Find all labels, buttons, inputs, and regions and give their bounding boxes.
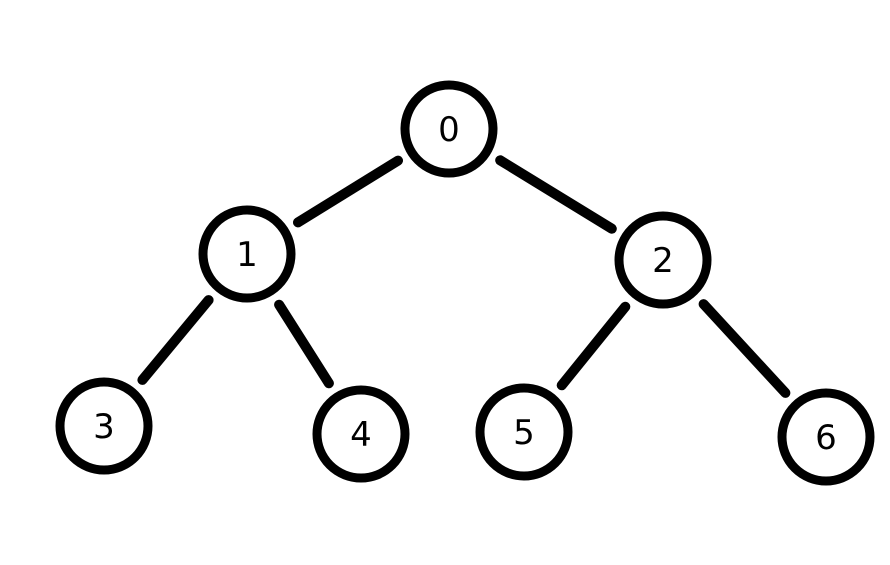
tree-edge-1-3 [137,295,214,385]
node-circle [198,205,296,303]
node-label: 0 [438,110,460,150]
tree-node-3: 3 [55,377,153,475]
tree-edge-1-4 [274,299,334,389]
node-label: 3 [93,407,115,447]
tree-node-1: 1 [198,205,296,303]
tree-node-5: 5 [475,383,573,481]
tree-edge-2-5 [556,301,631,391]
node-circle [55,377,153,475]
node-circle [614,211,712,309]
node-label: 4 [350,415,372,455]
node-label: 1 [236,235,258,275]
tree-edge-2-6 [698,299,791,398]
node-circle [400,80,498,178]
tree-edge-0-2 [495,155,617,234]
node-circle [475,383,573,481]
node-label: 6 [815,418,837,458]
node-label: 2 [652,241,674,281]
node-circle [777,388,875,486]
tree-node-2: 2 [614,211,712,309]
tree-node-0: 0 [400,80,498,178]
node-circle [312,385,410,483]
tree-node-4: 4 [312,385,410,483]
tree-node-6: 6 [777,388,875,486]
tree-edge-0-1 [293,155,403,228]
node-label: 5 [513,413,535,453]
